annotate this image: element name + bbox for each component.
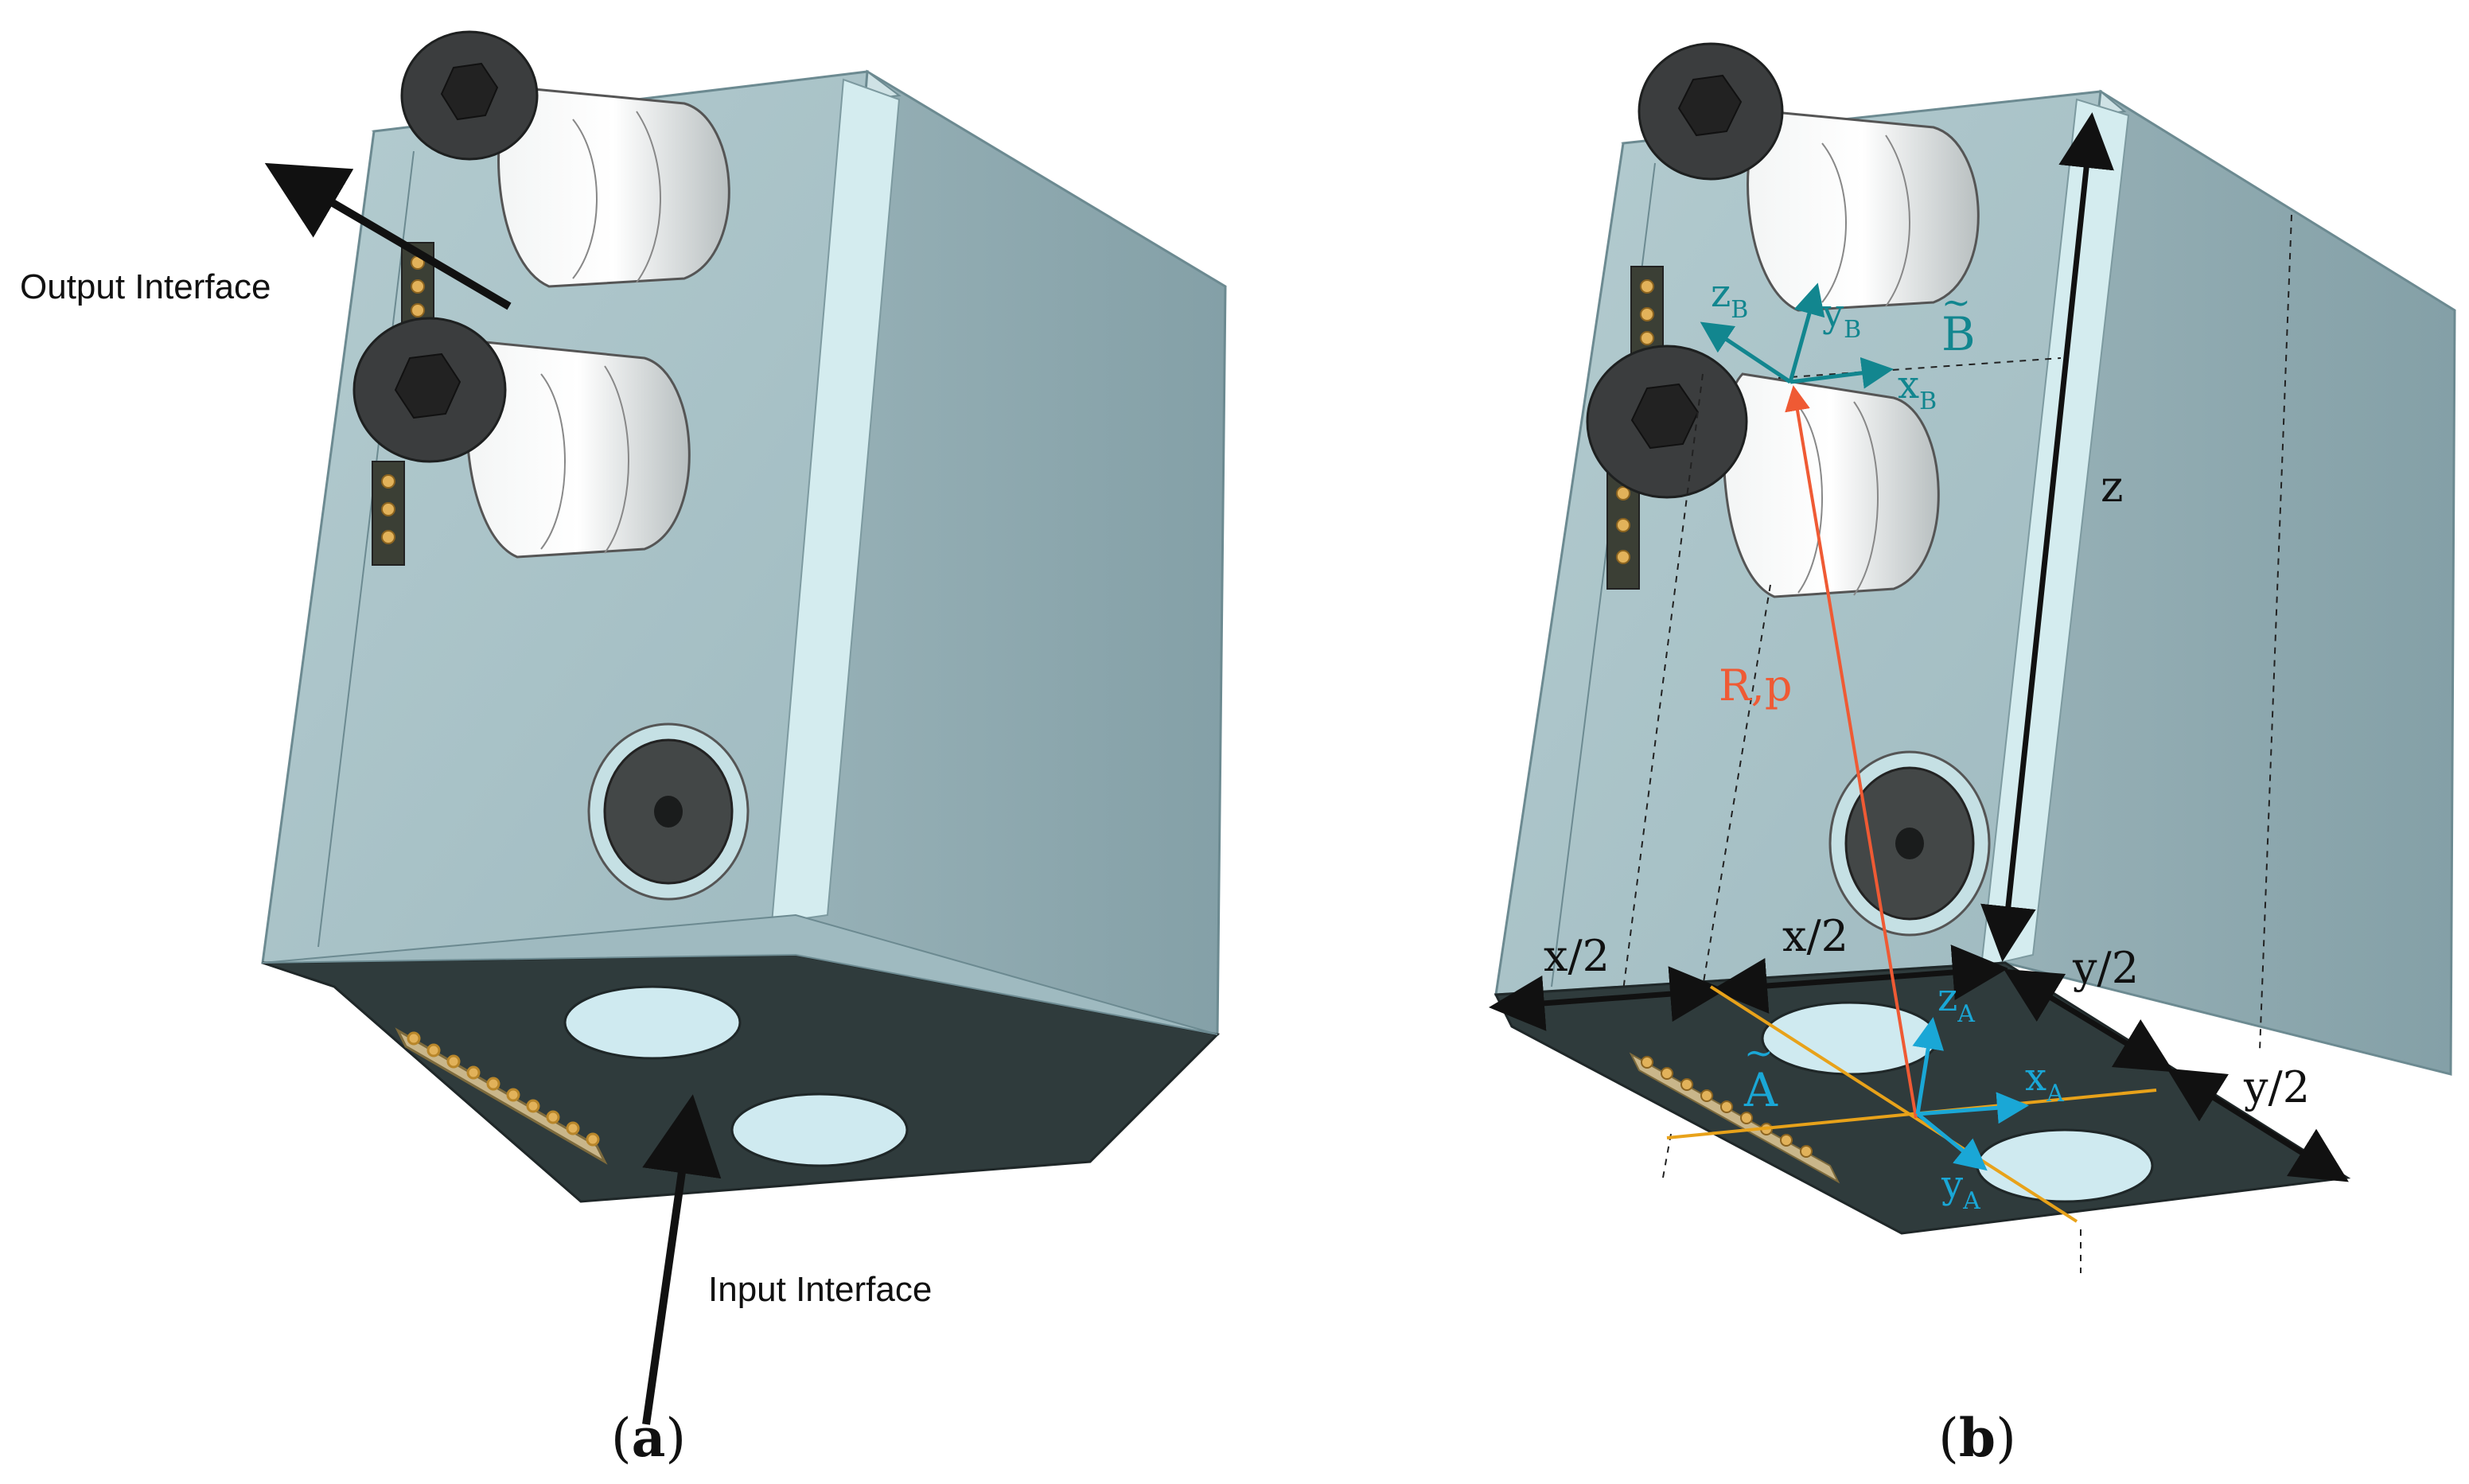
plug-b	[1828, 750, 1991, 937]
frame-a-y-axis	[1916, 1112, 1988, 1171]
caption-b: (b)	[1938, 1407, 2016, 1469]
dashed-guides-b	[1622, 214, 2292, 1273]
frame-a-z-label: zA	[1937, 976, 1975, 1028]
module-body-b	[1493, 42, 2456, 1235]
plug-a	[587, 723, 750, 901]
frame-a-x-axis	[1917, 1092, 2029, 1124]
frame-b-x-axis	[1789, 356, 1894, 389]
frame-a	[1912, 1017, 2029, 1171]
panel-b: z x/2 x/2 y/2 y/2 R,p xB yB zB ~ B	[1489, 42, 2456, 1469]
frame-b-tilde: ~	[1941, 282, 1971, 323]
output-arrow	[264, 162, 512, 310]
panel-a: Output Interface Input Interface (a)	[20, 30, 1227, 1469]
dim-y-top-label: y/2	[2072, 943, 2139, 993]
frame-b-letter: B	[1941, 307, 1976, 361]
frame-b-y-label: yB	[1821, 291, 1861, 344]
frame-a-name: ~ A	[1743, 1033, 1778, 1117]
caption-a: (a)	[611, 1407, 686, 1469]
frame-b-z-label: zB	[1711, 271, 1748, 324]
dim-z-label: z	[2101, 462, 2123, 512]
input-arrow	[642, 1094, 722, 1425]
dim-x-left-label: x/2	[1544, 931, 1610, 981]
frame-b-name: ~ B	[1941, 282, 1976, 361]
frame-a-z-axis	[1912, 1017, 1944, 1115]
dim-x-right-label: x/2	[1782, 911, 1848, 961]
frame-a-x-label: xA	[2025, 1055, 2064, 1108]
output-interface-label: Output Interface	[20, 267, 271, 306]
input-interface-label: Input Interface	[708, 1270, 932, 1309]
dim-y-bottom-label: y/2	[2243, 1062, 2310, 1112]
dim-x-left-line	[1489, 966, 1726, 1031]
frame-a-guides	[1666, 985, 2157, 1223]
lower-fitting-b	[1586, 345, 1940, 598]
position-vector	[1785, 385, 1918, 1119]
upper-fitting-a	[400, 30, 730, 288]
dim-y-top-line	[2004, 968, 2174, 1073]
frame-b-x-label: xB	[1898, 363, 1937, 415]
frame-a-y-label: yA	[1941, 1163, 1980, 1215]
dim-z-line	[1980, 112, 2114, 962]
lower-fitting-a	[352, 317, 691, 559]
upper-fitting-b	[1638, 42, 1980, 312]
dim-x-right-line	[1712, 945, 2008, 1014]
frame-b-z-axis	[1700, 321, 1792, 384]
module-body-a	[261, 30, 1227, 1203]
frame-b-y-axis	[1788, 282, 1825, 383]
frame-a-letter: A	[1743, 1063, 1778, 1117]
dimension-lines-b	[1489, 112, 2349, 1182]
dim-y-bottom-line	[2167, 1068, 2349, 1182]
frame-a-tilde: ~	[1744, 1033, 1774, 1073]
position-vector-label: R,p	[1719, 660, 1792, 711]
frame-b	[1700, 282, 1894, 389]
